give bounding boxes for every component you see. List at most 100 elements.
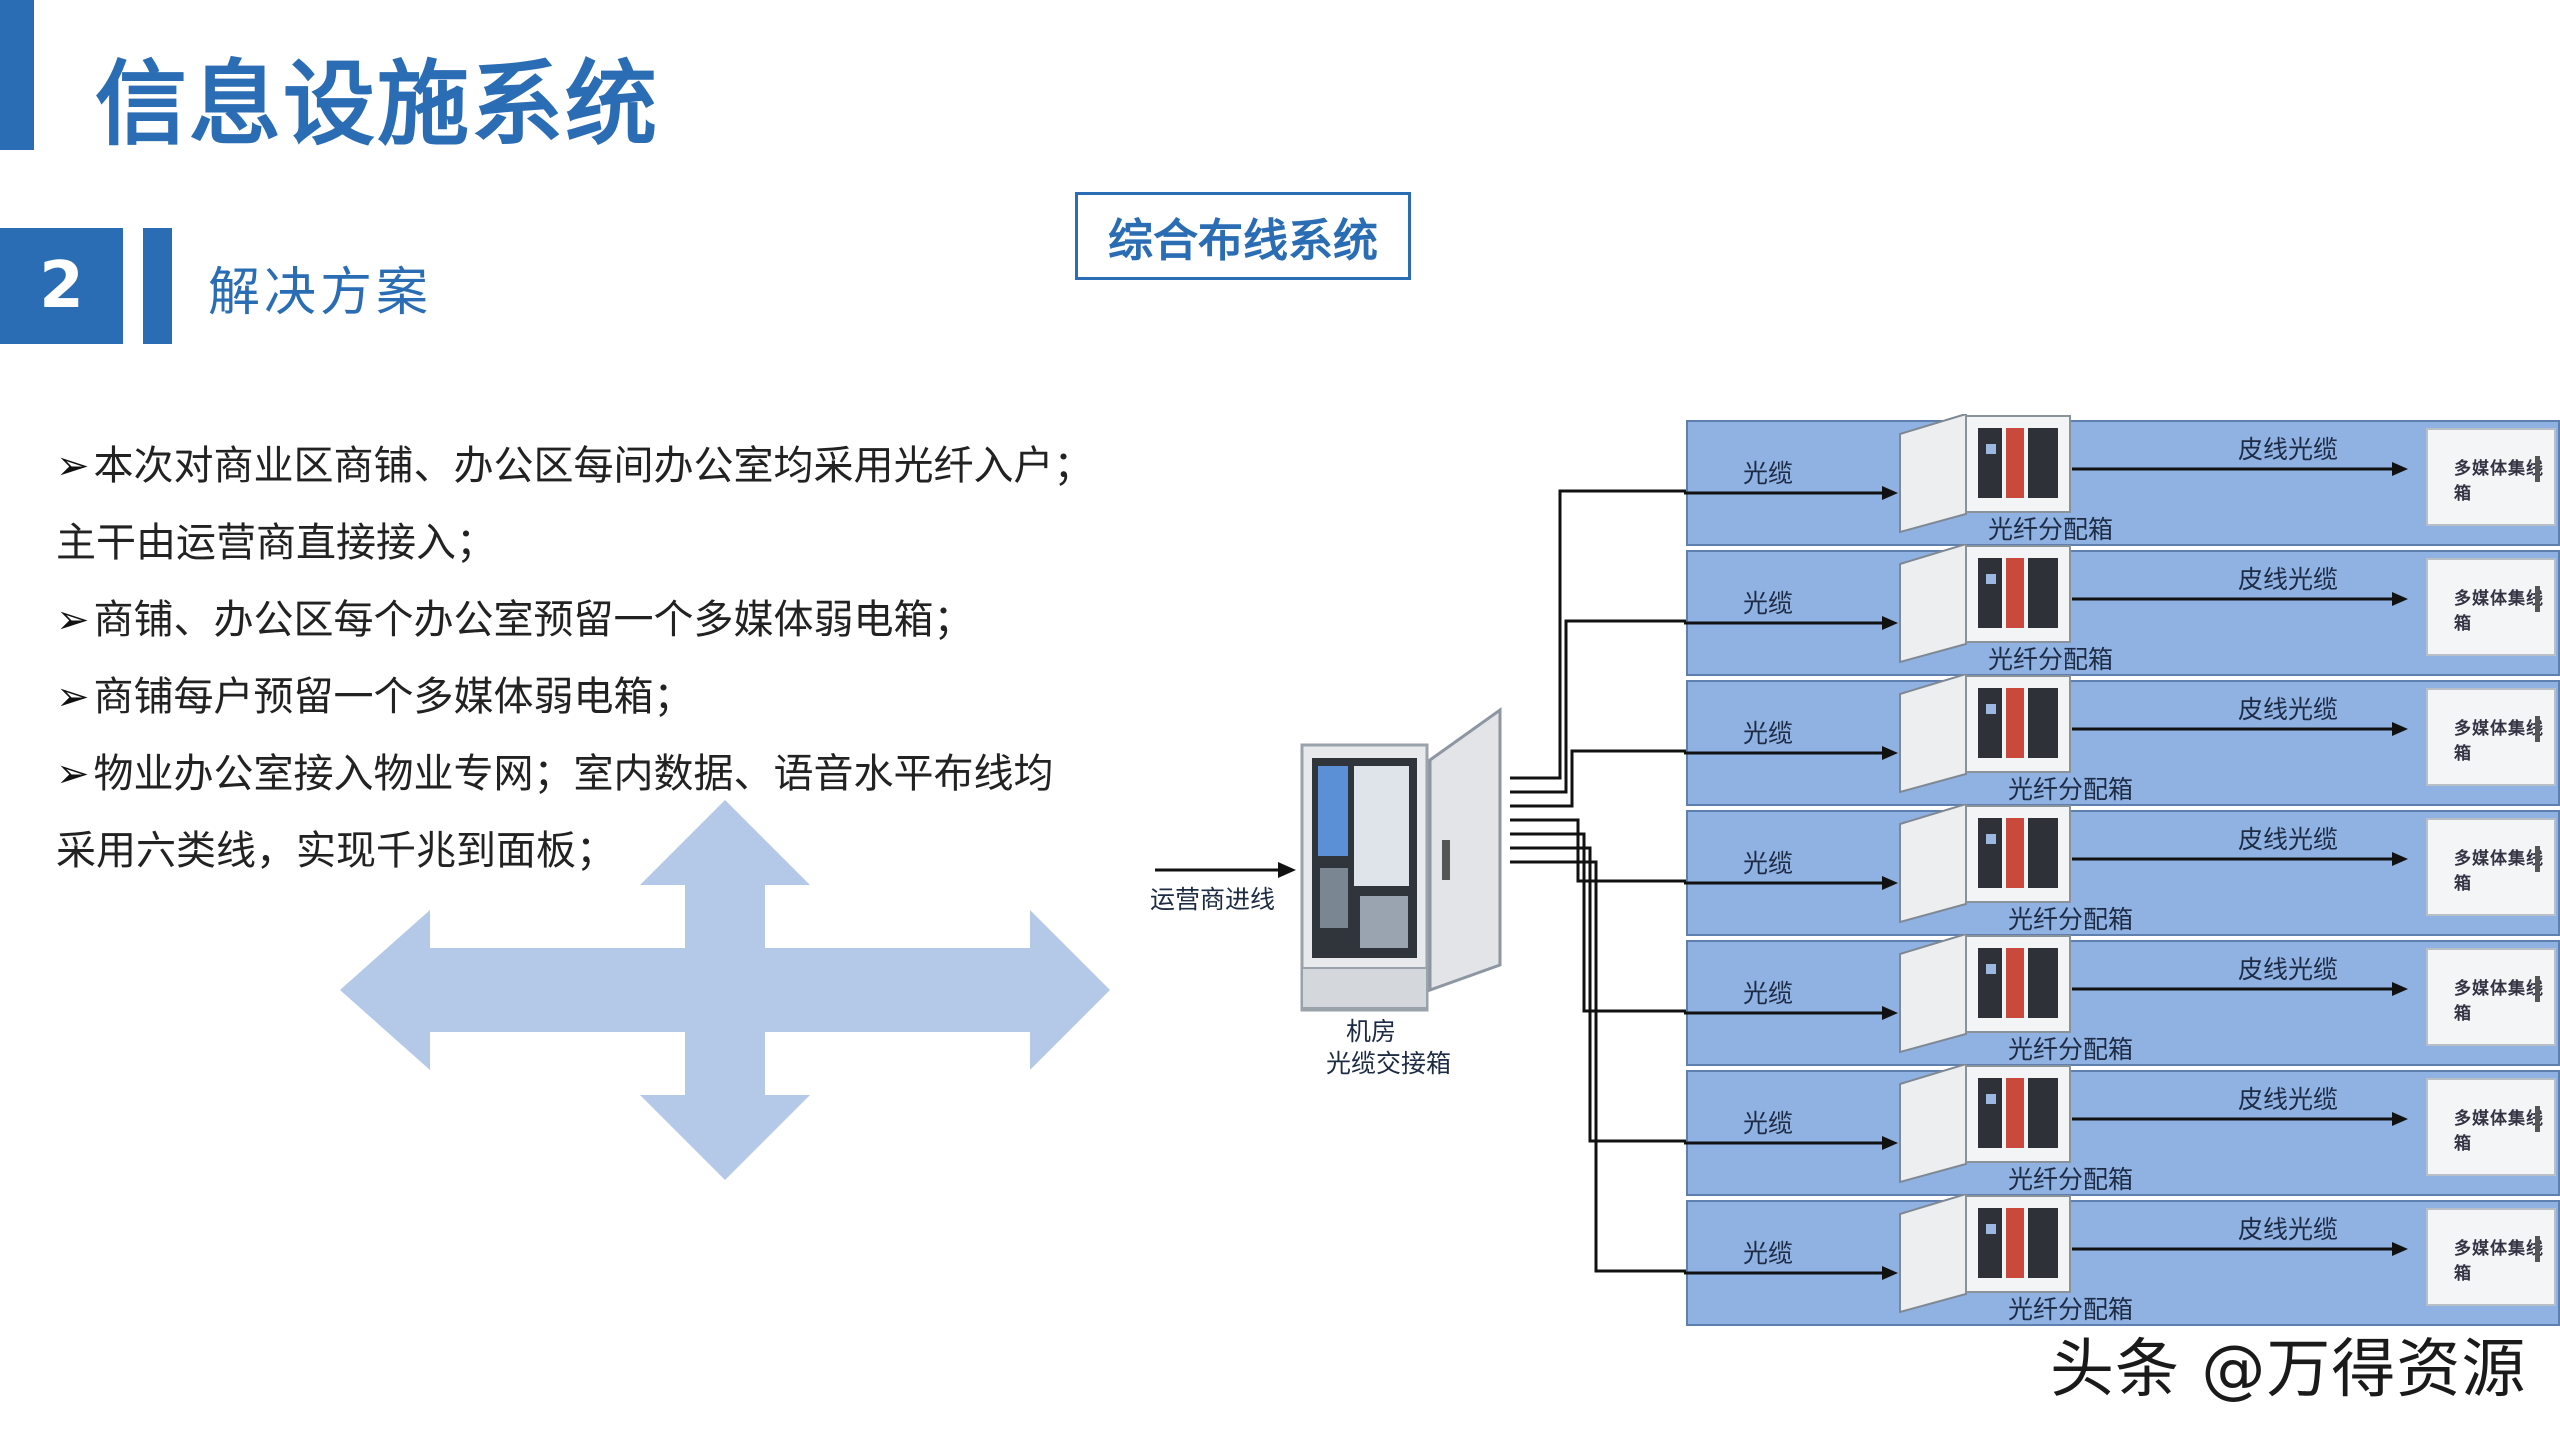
- fiber-distribution-box-icon: [1899, 934, 2071, 1054]
- drop-cable-arrow-icon: [2072, 1242, 2408, 1256]
- fiber-distribution-box-label: 光纤分配箱: [2008, 775, 2134, 804]
- incoming-arrow-icon: [1155, 862, 1296, 878]
- connector-wire: [1510, 818, 1736, 883]
- distribution-row: 光缆光纤分配箱皮线光缆多媒体集线箱: [1684, 1194, 2560, 1326]
- latch-icon: [2535, 976, 2540, 1002]
- bullet-list: ➢本次对商业区商铺、办公区每间办公室均采用光纤入户； 主干由运营商直接接入； ➢…: [56, 428, 1176, 890]
- fiber-distribution-box-label: 光纤分配箱: [2008, 1295, 2134, 1324]
- incoming-line-label: 运营商进线: [1150, 885, 1276, 914]
- latch-icon: [2535, 846, 2540, 872]
- multimedia-box-label: 多媒体集线箱: [2454, 1239, 2544, 1284]
- drop-cable-label: 皮线光缆: [2238, 1215, 2339, 1244]
- multimedia-box-label: 多媒体集线箱: [2454, 459, 2544, 504]
- bullet-text: 本次对商业区商铺、办公区每间办公室均采用光纤入户；: [93, 443, 1094, 489]
- bullet-item: ➢物业办公室接入物业专网；室内数据、语音水平布线均: [56, 736, 1176, 813]
- bullet-arrow-icon: ➢: [56, 674, 90, 720]
- drop-cable-label: 皮线光缆: [2238, 1085, 2339, 1114]
- fiber-distribution-box-icon: [1899, 804, 2071, 924]
- drop-cable-arrow-icon: [2072, 722, 2408, 736]
- drop-cable-arrow-icon: [2072, 1112, 2408, 1126]
- latch-icon: [2535, 456, 2540, 482]
- latch-icon: [2535, 1236, 2540, 1262]
- fiber-distribution-box-label: 光纤分配箱: [1988, 645, 2114, 674]
- cable-arrow-icon: [1684, 1266, 1898, 1280]
- machine-room-label: 机房: [1346, 1017, 1397, 1046]
- connector-wire: [1510, 860, 1736, 1273]
- bullet-text: 主干由运营商直接接入；: [56, 520, 496, 566]
- bullet-arrow-icon: ➢: [56, 751, 90, 797]
- multimedia-box-icon: 多媒体集线箱: [2426, 558, 2556, 656]
- drop-cable-arrow-icon: [2072, 592, 2408, 606]
- title-accent-bar: [0, 0, 34, 150]
- watermark: 头条 @万得资源: [2050, 1333, 2527, 1407]
- connector-wire: [1510, 749, 1736, 808]
- drop-cable-arrow-icon: [2072, 852, 2408, 866]
- bullet-text: 商铺每户预留一个多媒体弱电箱；: [93, 674, 694, 720]
- fiber-distribution-box-label: 光纤分配箱: [2008, 1035, 2134, 1064]
- distribution-row: 光缆光纤分配箱 皮线光缆多媒体集线箱: [1684, 544, 2560, 676]
- multimedia-box-icon: 多媒体集线箱: [2426, 1208, 2556, 1306]
- fiber-connector-lines: [1510, 489, 1736, 1273]
- multimedia-box-label: 多媒体集线箱: [2454, 849, 2544, 894]
- page-title: 信息设施系统: [95, 51, 660, 158]
- fiber-cable-label: 光缆: [1743, 589, 1794, 618]
- multimedia-box-icon: 多媒体集线箱: [2426, 1078, 2556, 1176]
- section-accent-bar: [143, 228, 172, 344]
- distribution-row: 光缆光纤分配箱皮线光缆多媒体集线箱: [1684, 804, 2560, 936]
- cross-connect-cabinet-icon: [1300, 707, 1502, 1012]
- multimedia-box-label: 多媒体集线箱: [2454, 979, 2544, 1024]
- cable-arrow-icon: [1684, 486, 1898, 500]
- cable-arrow-icon: [1684, 746, 1898, 760]
- drop-cable-arrow-icon: [2072, 982, 2408, 996]
- drop-cable-label: 皮线光缆: [2238, 695, 2339, 724]
- multimedia-box-icon: 多媒体集线箱: [2426, 948, 2556, 1046]
- connector-wire: [1510, 832, 1736, 1013]
- drop-cable-label: 皮线光缆: [2238, 435, 2339, 464]
- drop-cable-label: 皮线光缆: [2238, 565, 2339, 594]
- drop-cable-label: 皮线光缆: [2238, 955, 2339, 984]
- fiber-distribution-box-icon: [1899, 674, 2071, 794]
- bullet-item: ➢商铺、办公区每个办公室预留一个多媒体弱电箱；: [56, 582, 1176, 659]
- fiber-cable-label: 光缆: [1743, 1109, 1794, 1138]
- connector-wire: [1510, 489, 1736, 780]
- fiber-distribution-box-label: 光纤分配箱: [2008, 905, 2134, 934]
- fiber-distribution-box-label: 光纤分配箱: [1988, 515, 2114, 544]
- cable-arrow-icon: [1684, 876, 1898, 890]
- cable-arrow-icon: [1684, 1006, 1898, 1020]
- fiber-cable-label: 光缆: [1743, 719, 1794, 748]
- drop-cable-arrow-icon: [2072, 462, 2408, 476]
- bullet-arrow-icon: ➢: [56, 443, 90, 489]
- distribution-row: 光缆光纤分配箱 皮线光缆多媒体集线箱: [1684, 1064, 2560, 1196]
- bullet-arrow-icon: ➢: [56, 597, 90, 643]
- bullet-item: ➢商铺每户预留一个多媒体弱电箱；: [56, 659, 1176, 736]
- four-way-arrow-icon: [340, 800, 1110, 1180]
- latch-icon: [2535, 1106, 2540, 1132]
- fiber-distribution-box-icon: [1899, 414, 2071, 534]
- diagram-caption-box: 综合布线系统: [1075, 192, 1411, 280]
- fiber-distribution-box-icon: [1899, 1064, 2071, 1184]
- connector-wire: [1510, 619, 1736, 794]
- distribution-row: 光缆光纤分配箱 皮线光缆多媒体集线箱: [1684, 414, 2560, 546]
- cross-connect-box-label: 光缆交接箱: [1326, 1049, 1452, 1078]
- section-title: 解决方案: [208, 263, 433, 323]
- multimedia-box-icon: 多媒体集线箱: [2426, 428, 2556, 526]
- section-number-badge: 2: [0, 228, 123, 344]
- latch-icon: [2535, 586, 2540, 612]
- drop-cable-label: 皮线光缆: [2238, 825, 2339, 854]
- connector-wire: [1510, 846, 1736, 1143]
- bullet-text: 物业办公室接入物业专网；室内数据、语音水平布线均: [93, 751, 1054, 797]
- multimedia-box-label: 多媒体集线箱: [2454, 719, 2544, 764]
- multimedia-box-label: 多媒体集线箱: [2454, 1109, 2544, 1154]
- bullet-item: 采用六类线，实现千兆到面板；: [56, 813, 1176, 890]
- distribution-row: 光缆光纤分配箱 皮线光缆多媒体集线箱: [1684, 674, 2560, 806]
- fiber-distribution-box-label: 光纤分配箱: [2008, 1165, 2134, 1194]
- bullet-item: ➢本次对商业区商铺、办公区每间办公室均采用光纤入户；: [56, 428, 1176, 505]
- multimedia-box-icon: 多媒体集线箱: [2426, 818, 2556, 916]
- cable-arrow-icon: [1684, 1136, 1898, 1150]
- distribution-row: 光缆光纤分配箱 皮线光缆多媒体集线箱: [1684, 934, 2560, 1066]
- multimedia-box-label: 多媒体集线箱: [2454, 589, 2544, 634]
- cable-arrow-icon: [1684, 616, 1898, 630]
- fiber-cable-label: 光缆: [1743, 459, 1794, 488]
- fiber-cable-label: 光缆: [1743, 979, 1794, 1008]
- bullet-item: 主干由运营商直接接入；: [56, 505, 1176, 582]
